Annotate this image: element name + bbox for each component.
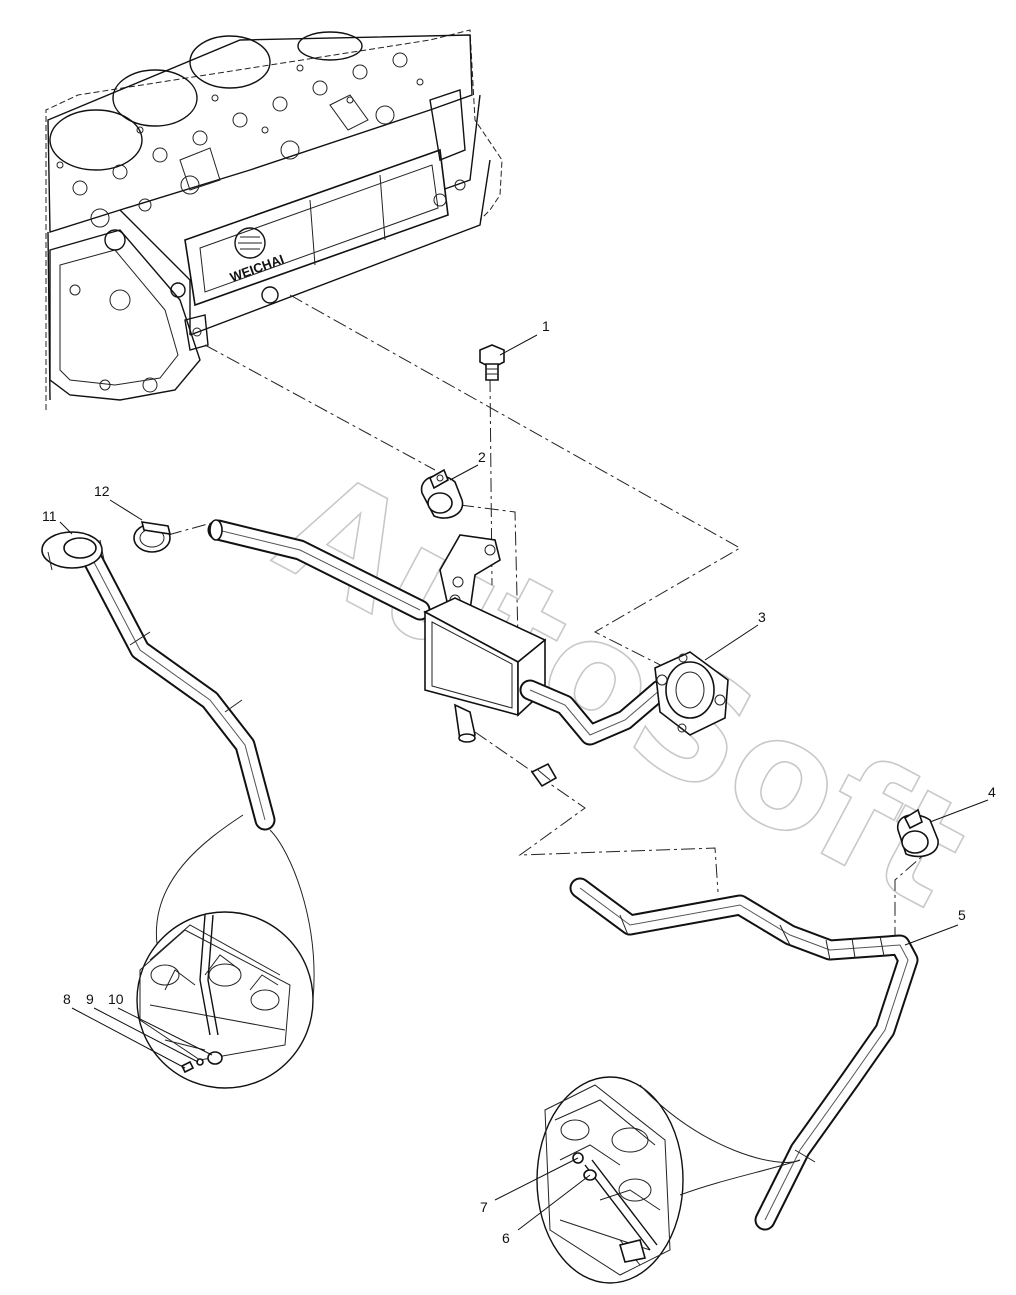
callout-9: 9	[86, 991, 94, 1007]
part-4-clip	[897, 808, 939, 858]
detail-view-right	[536, 1076, 801, 1284]
callout-7: 7	[480, 1199, 488, 1215]
watermark-text: AutoSoft	[253, 438, 993, 942]
part-11-pipe	[41, 531, 276, 831]
callout-10: 10	[108, 991, 124, 1007]
callout-6: 6	[502, 1230, 510, 1246]
engine-block: WEICHAI	[45, 29, 503, 410]
part-12-hose-clamp	[133, 521, 172, 553]
separator-outlet-pipe	[519, 679, 671, 746]
callout-11: 11	[42, 508, 57, 524]
small-clip	[530, 762, 558, 788]
callout-2: 2	[478, 449, 486, 465]
callout-5: 5	[958, 907, 966, 923]
separator-inlet-pipe	[207, 519, 431, 621]
watermark: AutoSoft	[252, 437, 994, 942]
oil-separator	[423, 534, 547, 743]
part-1-bolt	[479, 344, 505, 381]
part-3-grommet	[654, 651, 729, 736]
weichai-logo-icon	[234, 227, 266, 259]
callout-12: 12	[94, 483, 110, 499]
callout-3: 3	[758, 609, 766, 625]
callout-leaders	[59, 334, 989, 1231]
callout-1: 1	[542, 318, 550, 334]
assembly-lines	[167, 294, 936, 940]
part-5-pipe	[569, 877, 919, 1231]
detail-view-left	[136, 814, 315, 1089]
callout-labels: 1 2 3 4 5 6 7 8 9 10 11 12	[42, 318, 996, 1246]
part-2-clip	[420, 468, 464, 519]
callout-4: 4	[988, 784, 996, 800]
callout-8: 8	[63, 991, 71, 1007]
